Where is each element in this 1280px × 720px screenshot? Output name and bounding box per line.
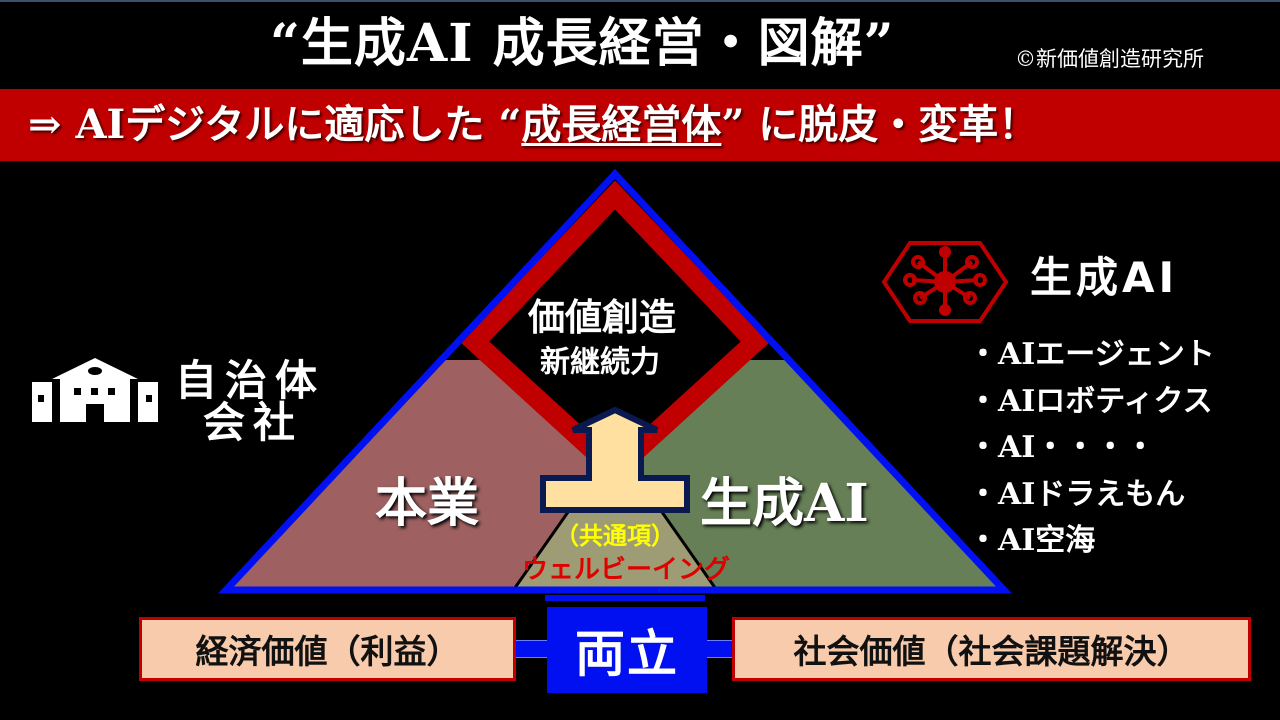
page-title: “生成AI 成長経営・図解” [270,13,895,74]
top-border [0,0,1280,2]
generative-ai-label: 生成AI [700,473,869,534]
left-connector [513,640,551,658]
banner-prefix: ⇒ AIデジタルに適応した “ [28,101,522,148]
upward-arrow-icon [540,406,690,513]
list-item: ・AIエージェント [968,337,1215,372]
banner-emphasis: 成長経営体 [521,101,722,148]
municipality-label: 自治体 [175,356,326,405]
ai-brand-label: 生成AI [1030,253,1179,302]
banner-suffix: ” に脱皮・変革！ [721,101,1039,148]
banner-background [0,89,1280,161]
right-connector [704,640,736,658]
social-value-box: 社会価値（社会課題解決） [732,617,1251,681]
list-item: ・AI空海 [968,523,1096,558]
coexistence-box: 両立 [547,607,707,693]
economic-value-box: 経済価値（利益） [139,617,516,681]
copyright-notice: ©新価値創造研究所 [1015,47,1204,71]
common-term-label: （共通項） [555,521,675,550]
diamond-title: 価値創造 [528,295,676,339]
pyramid-center-pane [515,445,715,590]
list-item: ・AIドラえもん [968,476,1186,512]
list-item: ・AI・・・・ [968,430,1156,465]
building-icon [32,358,158,422]
company-label: 会社 [203,398,304,447]
list-item: ・AIロボティクス [968,383,1213,419]
diamond-subtitle: 新継続力 [540,345,660,380]
core-business-label: 本業 [375,473,480,534]
banner-text: ⇒ AIデジタルに適応した “成長経営体” に脱皮・変革！ [28,96,1038,154]
network-hexagon-icon [881,241,1009,323]
pyramid-outline [217,168,1013,594]
wellbeing-label: ウェルビーイング [522,555,731,585]
ai-examples-list: ・AIエージェント ・AIロボティクス ・AI・・・・ ・AIドラえもん ・AI… [968,332,1215,565]
